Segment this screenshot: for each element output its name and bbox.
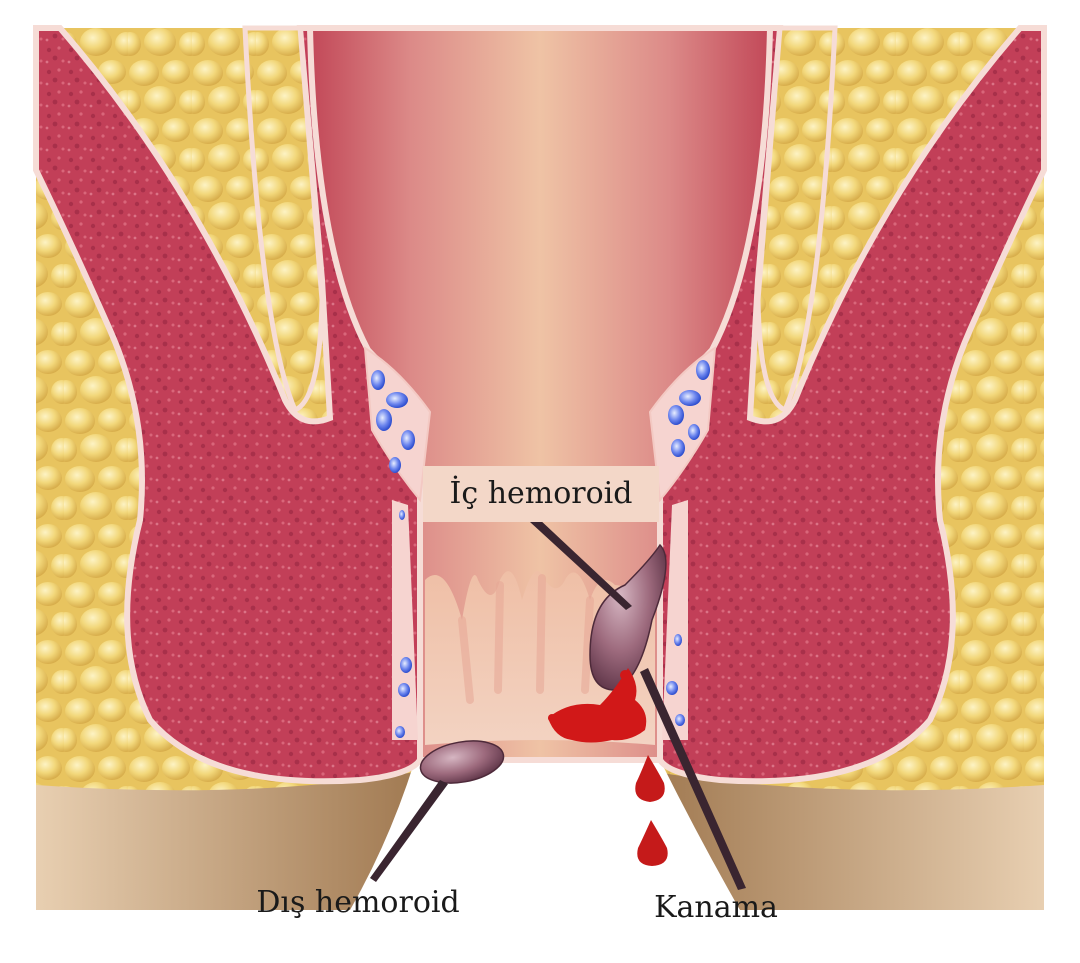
lower-lining-right [662, 500, 688, 740]
blood-speck [620, 670, 630, 680]
label-internal-box [423, 466, 659, 522]
blood-drop-icon [635, 755, 665, 802]
external-hemorrhoid [419, 740, 505, 784]
internal-hemorrhoid [589, 543, 667, 691]
bleeding-splash [548, 668, 647, 743]
anal-columns [458, 574, 594, 704]
pointer-external [370, 780, 448, 882]
fat-strip-left [242, 25, 325, 414]
label-bleeding: Kanama [654, 890, 778, 925]
fat-strip-right [755, 25, 838, 414]
skin-left [36, 772, 415, 910]
label-external: Dış hemoroid [256, 885, 459, 920]
blood-vessels-right [666, 360, 710, 726]
vascular-lining-right [648, 346, 717, 503]
label-internal: İç hemoroid [450, 475, 633, 511]
pointer-bleeding [640, 668, 746, 890]
blood-drop-icon [637, 820, 668, 866]
lower-lining-left [392, 500, 418, 740]
pointer-internal [530, 518, 632, 610]
blood-vessels-left [371, 370, 415, 738]
skin-right [655, 772, 1044, 910]
blood-speck [548, 714, 556, 722]
